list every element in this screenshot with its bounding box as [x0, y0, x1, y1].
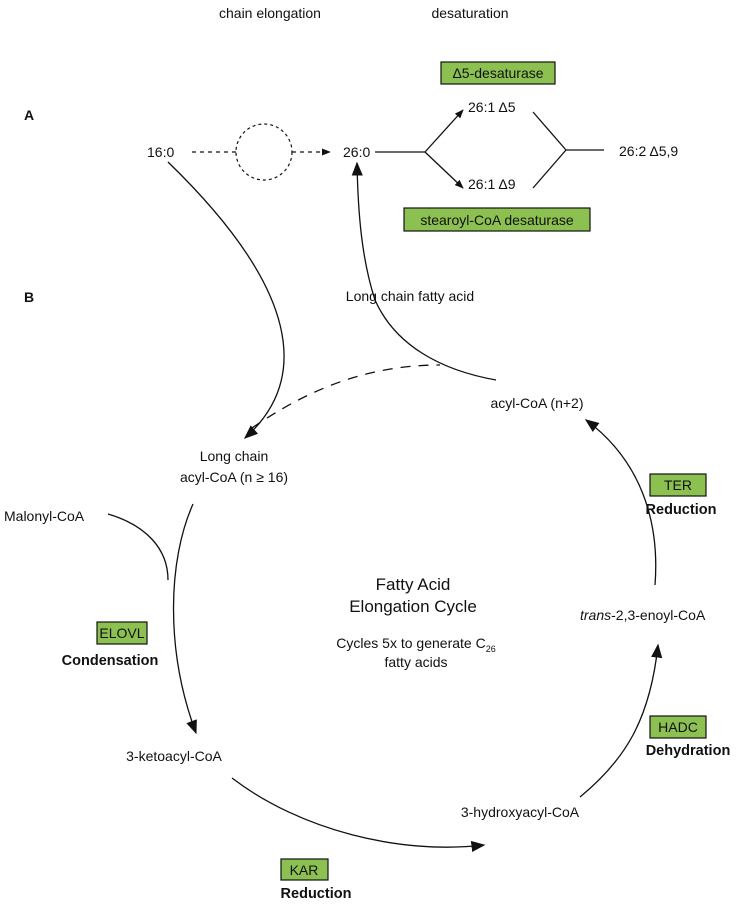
elovl-label: ELOVL — [99, 625, 144, 641]
long-chain-acyl-line1: Long chain — [200, 448, 269, 464]
panel-label-b: B — [24, 289, 34, 305]
header-chain-elongation: chain elongation — [219, 5, 321, 21]
product-26-1-d5: 26:1 Δ5 — [468, 99, 516, 115]
malonyl-feed-arrow — [107, 513, 169, 581]
kar-reduction-label: Reduction — [281, 886, 352, 902]
ter-reduction-arrow — [584, 419, 657, 586]
acyl-coa-n2-label: acyl-CoA (n+2) — [491, 395, 584, 411]
malonyl-coa-label: Malonyl-CoA — [4, 508, 85, 524]
ter-reduction-label: Reduction — [646, 502, 717, 518]
merge-line-bottom — [532, 149, 567, 189]
cycles-note-line1: Cycles 5x to generate C26 — [336, 635, 495, 654]
kar-reduction-arrow — [231, 777, 486, 853]
elongation-cycle-placeholder-circle — [235, 123, 293, 181]
ter-box — [649, 473, 707, 497]
hydroxyacyl-label: 3-hydroxyacyl-CoA — [461, 804, 580, 820]
scd-box — [403, 207, 591, 232]
condensation-arrow — [172, 503, 197, 735]
product-26-1-d9: 26:1 Δ9 — [468, 176, 516, 192]
long-chain-fatty-acid-label: Long chain fatty acid — [346, 288, 474, 304]
product-26-2: 26:2 Δ5,9 — [619, 143, 678, 159]
cycle-title-line1: Fatty Acid — [376, 575, 451, 594]
cycles-note-line2: fatty acids — [384, 654, 447, 670]
cycle-title-line2: Elongation Cycle — [349, 597, 477, 616]
hadc-dehydration-arrow — [579, 643, 663, 798]
cycle-dashed-arc — [251, 364, 441, 429]
elovl-box — [96, 621, 148, 645]
header-desaturation: desaturation — [431, 5, 508, 21]
kar-label: KAR — [290, 862, 319, 878]
arrow-to-26-0 — [351, 161, 497, 381]
product-26-0: 26:0 — [343, 144, 370, 160]
panel-label-a: A — [24, 107, 34, 123]
substrate-16-0: 16:0 — [147, 144, 174, 160]
dehydration-label: Dehydration — [646, 743, 731, 759]
ter-label: TER — [664, 477, 692, 493]
branch-arrow-up — [424, 109, 464, 153]
condensation-label: Condensation — [62, 653, 159, 669]
ketoacyl-label: 3-ketoacyl-CoA — [126, 748, 222, 764]
branch-arrow-down — [424, 151, 464, 189]
link-arrow-16-0-to-acyl-coa — [167, 161, 285, 439]
d5-desaturase-label: Δ5-desaturase — [452, 65, 543, 81]
hadc-box — [649, 715, 707, 739]
long-chain-acyl-line2: acyl-CoA (n ≥ 16) — [180, 469, 288, 485]
enoyl-coa-label: trans-2,3-enoyl-CoA — [580, 607, 706, 623]
kar-box — [280, 858, 329, 881]
d5-desaturase-box — [440, 61, 556, 85]
hadc-label: HADC — [658, 719, 698, 735]
scd-label: stearoyl-CoA desaturase — [420, 212, 574, 228]
merge-line-top — [532, 111, 567, 151]
